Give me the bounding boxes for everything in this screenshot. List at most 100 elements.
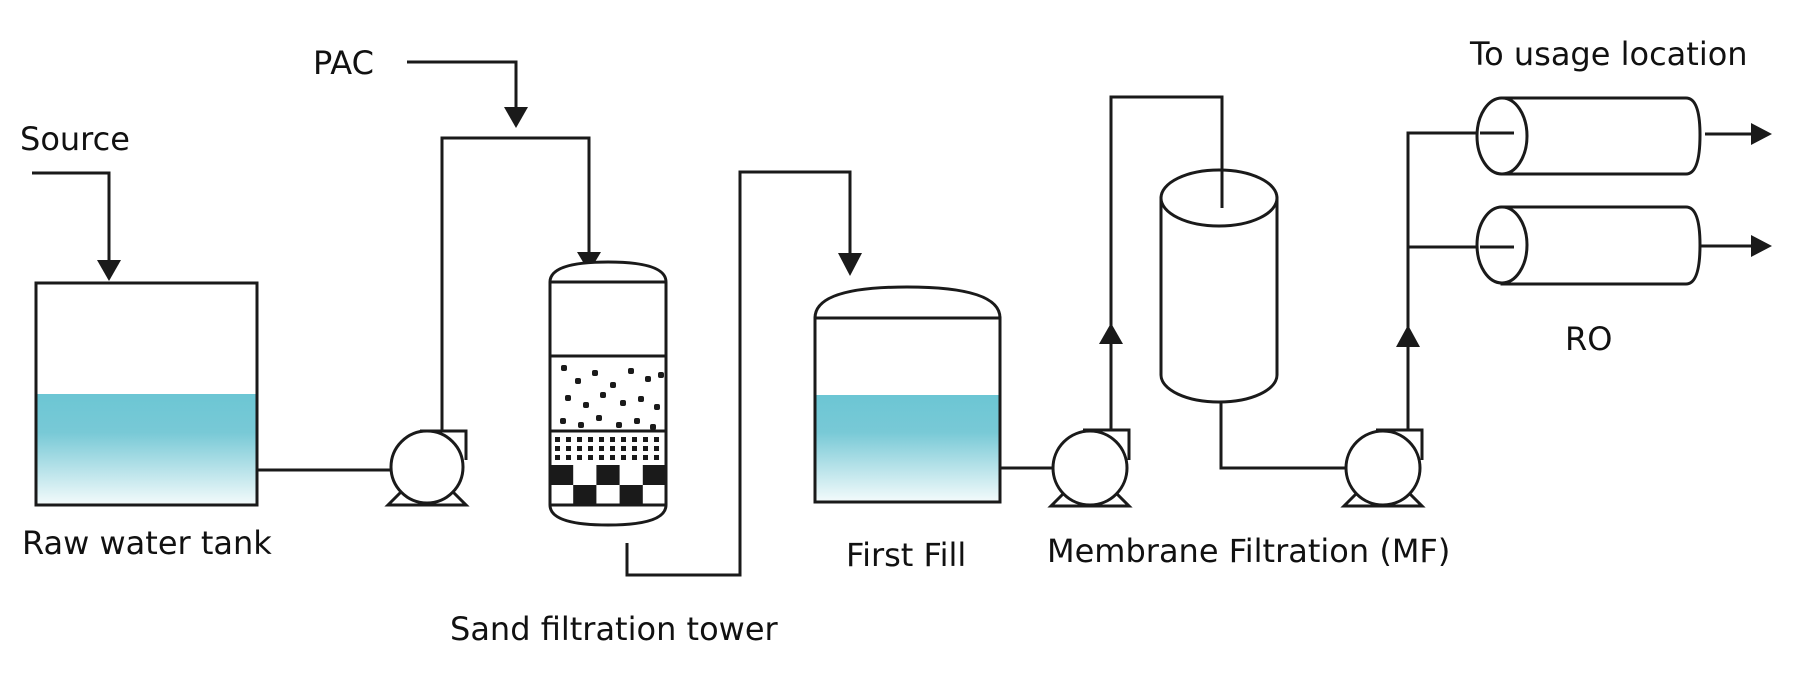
- sand-particle: [599, 455, 604, 460]
- first-fill-outline: [813, 316, 1002, 504]
- pump-3: [1340, 428, 1426, 508]
- first-fill-inlet-arrow-icon: [838, 253, 862, 276]
- first-fill-water-level: [816, 395, 999, 501]
- gravel-particle: [650, 424, 656, 430]
- ro-2-body: [1500, 205, 1702, 286]
- sand-particle: [588, 437, 593, 442]
- sand-particle: [621, 455, 626, 460]
- gravel-particle: [592, 370, 598, 376]
- sand-particle: [577, 455, 582, 460]
- gravel-particle: [620, 400, 626, 406]
- sand-particle: [599, 437, 604, 442]
- pipe-mf-to-pump3: [1219, 402, 1346, 470]
- ro-module-2: [1475, 205, 1772, 286]
- sand-particle: [654, 455, 659, 460]
- pump-1: [384, 429, 470, 507]
- mf-body: [1159, 196, 1279, 404]
- pac-arrow-icon: [504, 107, 528, 128]
- first-fill-tank: First Fill: [813, 285, 1002, 574]
- first-fill-label: First Fill: [846, 536, 966, 574]
- gravel-particle: [654, 404, 660, 410]
- sand-filtration-tower-label: Sand filtration tower: [450, 610, 779, 648]
- mf-top: [1159, 168, 1279, 228]
- membrane-filtration-vessel: Membrane Filtration (MF): [1047, 97, 1450, 570]
- raw-water-tank-label: Raw water tank: [22, 524, 272, 562]
- tower-gravel-layer: [560, 365, 664, 430]
- pipe-tower-to-first-fill: [625, 170, 852, 577]
- sand-particle: [588, 446, 593, 451]
- gravel-particle: [616, 422, 622, 428]
- sand-particle: [621, 437, 626, 442]
- sand-filtration-tower: Sand filtration tower: [450, 260, 779, 648]
- pipe-pump3-to-ro-1: [1406, 131, 1502, 430]
- pump-3-icon: [1344, 429, 1422, 507]
- pump-2-icon: [1051, 429, 1129, 507]
- gravel-particle: [583, 402, 589, 408]
- gravel-particle: [565, 395, 571, 401]
- sand-particle: [566, 455, 571, 460]
- support-block: [550, 465, 574, 485]
- sand-particle: [632, 437, 637, 442]
- gravel-particle: [578, 422, 584, 428]
- ro-2-end: [1475, 205, 1529, 285]
- sand-particle: [555, 446, 560, 451]
- sand-particle: [632, 455, 637, 460]
- ro-module-1: [1475, 96, 1772, 176]
- pac-pipe: [407, 60, 518, 110]
- sand-particle: [621, 446, 626, 451]
- source-feed: Source: [20, 120, 130, 281]
- gravel-particle: [596, 415, 602, 421]
- pump-2: [1047, 428, 1133, 508]
- gravel-particle: [628, 368, 634, 374]
- first-fill-dome: [813, 285, 1002, 320]
- sand-particle: [654, 437, 659, 442]
- sand-particle: [555, 437, 560, 442]
- raw-water-tank: Raw water tank: [22, 281, 272, 562]
- sand-particle: [632, 446, 637, 451]
- sand-particle: [610, 455, 615, 460]
- source-arrow-icon: [97, 260, 121, 281]
- source-label: Source: [20, 120, 130, 158]
- tower-fine-sand-layer: [555, 437, 659, 460]
- tower-body: [548, 260, 668, 527]
- sand-particle: [577, 437, 582, 442]
- sand-particle: [599, 446, 604, 451]
- tower-support-layer: [550, 465, 666, 505]
- source-pipe: [32, 171, 111, 262]
- support-block: [619, 485, 643, 505]
- sand-particle: [654, 446, 659, 451]
- support-block: [642, 465, 666, 485]
- pac-feed: PAC: [313, 44, 528, 128]
- sand-particle: [588, 455, 593, 460]
- pump-1-icon: [389, 429, 465, 505]
- raw-water-tank-outline: [34, 281, 259, 507]
- raw-water-level: [37, 394, 256, 504]
- gravel-particle: [610, 382, 616, 388]
- ro-1-end: [1475, 96, 1529, 176]
- membrane-filtration-label: Membrane Filtration (MF): [1047, 532, 1450, 570]
- pump-2-outlet: [1083, 428, 1131, 460]
- sand-particle: [610, 437, 615, 442]
- ro-label: RO: [1565, 320, 1612, 358]
- gravel-particle: [560, 418, 566, 424]
- gravel-particle: [634, 418, 640, 424]
- gravel-particle: [575, 378, 581, 384]
- ro-2-outlet-arrow-icon: [1751, 235, 1772, 257]
- sand-particle: [643, 455, 648, 460]
- sand-particle: [643, 446, 648, 451]
- pump-3-outlet: [1376, 428, 1424, 460]
- gravel-particle: [658, 372, 664, 378]
- gravel-particle: [638, 396, 644, 402]
- pac-label: PAC: [313, 44, 374, 82]
- to-usage-location-label: To usage location: [1469, 35, 1748, 73]
- sand-particle: [566, 437, 571, 442]
- sand-particle: [555, 455, 560, 460]
- ro-flow-arrow-icon: [1396, 325, 1420, 347]
- sand-particle: [577, 446, 582, 451]
- support-block: [596, 465, 620, 485]
- mf-flow-arrow-icon: [1099, 323, 1123, 344]
- gravel-particle: [600, 392, 606, 398]
- ro-1-outlet-arrow-icon: [1751, 123, 1772, 145]
- sand-particle: [643, 437, 648, 442]
